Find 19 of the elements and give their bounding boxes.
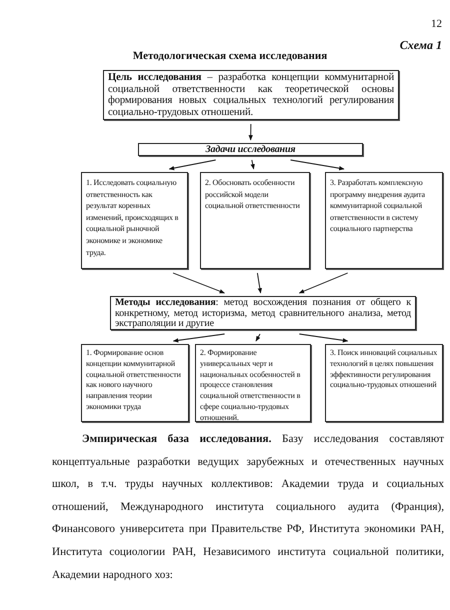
scheme-label: Схема 1	[400, 38, 442, 53]
text-box: Цель исследования – разработка концепции коммунитарной социальной ответственности как теоретической основы формирования новых социальных технологий регулирования социально-трудовых отношений.	[103, 70, 399, 120]
arrow	[256, 334, 260, 342]
arrow	[256, 272, 262, 294]
text-box: 2. Обосновать особенности российской модели социальной ответственности	[200, 172, 310, 269]
text-box: 3. Разработать комплексную программу внедрения аудита коммунитарной социальной ответственности в систему социального партнерства	[325, 172, 443, 269]
text-box: Методы исследования: метод восхождения познания от общего к конкретному, метод историзма, метод сравнительного анализа, метод экстраполяции и другие	[110, 296, 416, 330]
text-box: 1. Формирование основ концепции коммунитарной социальной ответственности как нового научного направления теории экономики труда	[81, 344, 189, 422]
arrow	[172, 272, 225, 294]
paragraph: Эмпирическая база исследования. Базу исследования составляют концептуальные разработки ведущих зарубежных и отечественных научных школ, в т.ч. труды научных коллективов: Академии труда и социальных отношений, Международного института социального аудита (Франция), Финансового университета при Правительстве РФ, Института экономики РАН, Института социологии РАН, Независимого института социальной политики, Академии народного хоз:	[52, 432, 444, 583]
text-box: 1. Исследовать социальную ответственность как результат коренных изменений, происходящих в социальной рыночной экономике и экономике труда.	[81, 172, 188, 269]
arrow	[250, 160, 255, 170]
text-box: 3. Поиск инноваций социальных технологий в целях повышения эффективности регулирования социально-трудовых отношений	[325, 344, 443, 422]
heading-box: Задачи исследования	[138, 143, 363, 156]
text-box: 2. Формирование универсальных черт и национальных особенностей в процессе становления социальной ответственности в сфере социально-трудовых отношений.	[195, 344, 311, 422]
diagram-title: Методологическая схема исследования	[132, 50, 328, 62]
arrow	[298, 272, 348, 294]
page-number: 12	[431, 18, 442, 30]
arrow	[248, 124, 253, 141]
